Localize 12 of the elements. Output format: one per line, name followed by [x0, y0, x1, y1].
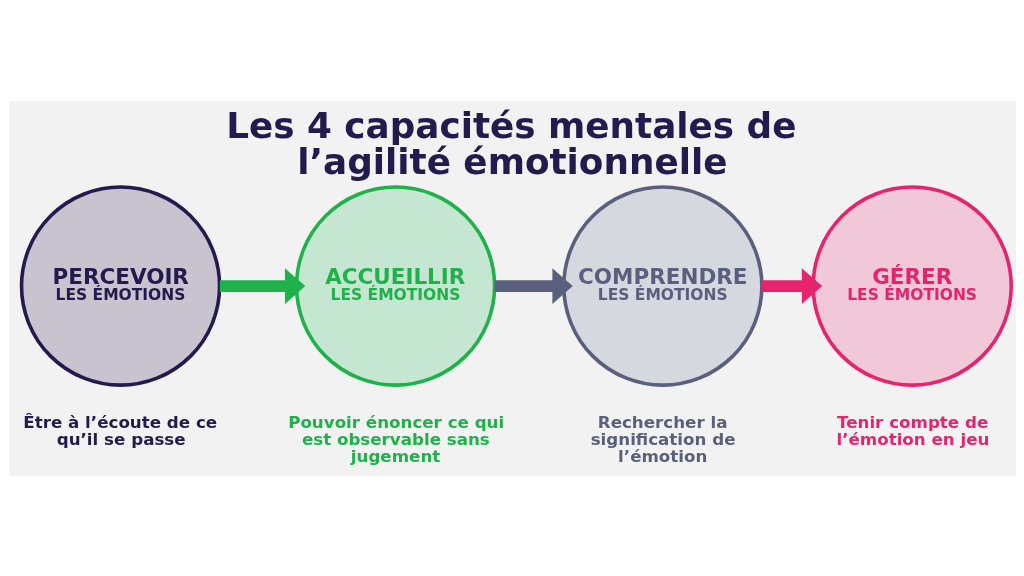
arrow: [761, 267, 822, 304]
node-label: Rechercher la signification de l’émotion: [590, 411, 735, 466]
node-label: Tenir compte de l’émotion en jeu: [835, 411, 989, 449]
node-label: Être à l’écoute de ce qu’il se passe: [22, 411, 217, 449]
node-circle: PERCEVOIR LES ÉMOTIONS: [19, 184, 221, 387]
arrow: [494, 267, 573, 304]
node-circle: ACCUEILLIR LES ÉMOTIONS: [294, 184, 496, 387]
diagram-title: Les 4 capacités mentales de l’agilité émotionnelle: [225, 104, 796, 182]
node-circle: GÉRER LES ÉMOTIONS: [810, 184, 1013, 387]
arrow: [219, 267, 305, 304]
node-circle: COMPRENDRE LES ÉMOTIONS: [561, 184, 764, 387]
node-label: Pouvoir énoncer ce qui est observable sans jugement: [287, 411, 504, 466]
